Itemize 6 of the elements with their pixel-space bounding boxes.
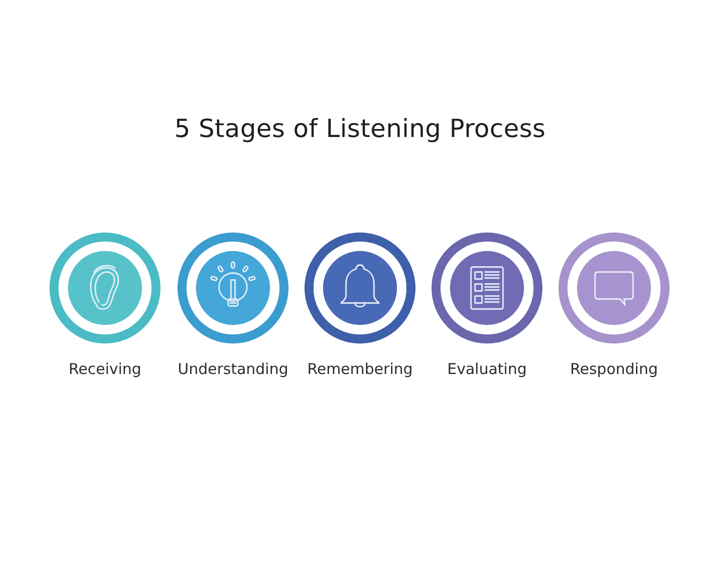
stage-label: Understanding <box>178 360 288 378</box>
stage-label: Evaluating <box>447 360 527 378</box>
diagram-title: 5 Stages of Listening Process <box>173 114 547 143</box>
stage-label: Remembering <box>307 360 413 378</box>
stage-label: Responding <box>570 360 658 378</box>
stage-label: Receiving <box>68 360 142 378</box>
